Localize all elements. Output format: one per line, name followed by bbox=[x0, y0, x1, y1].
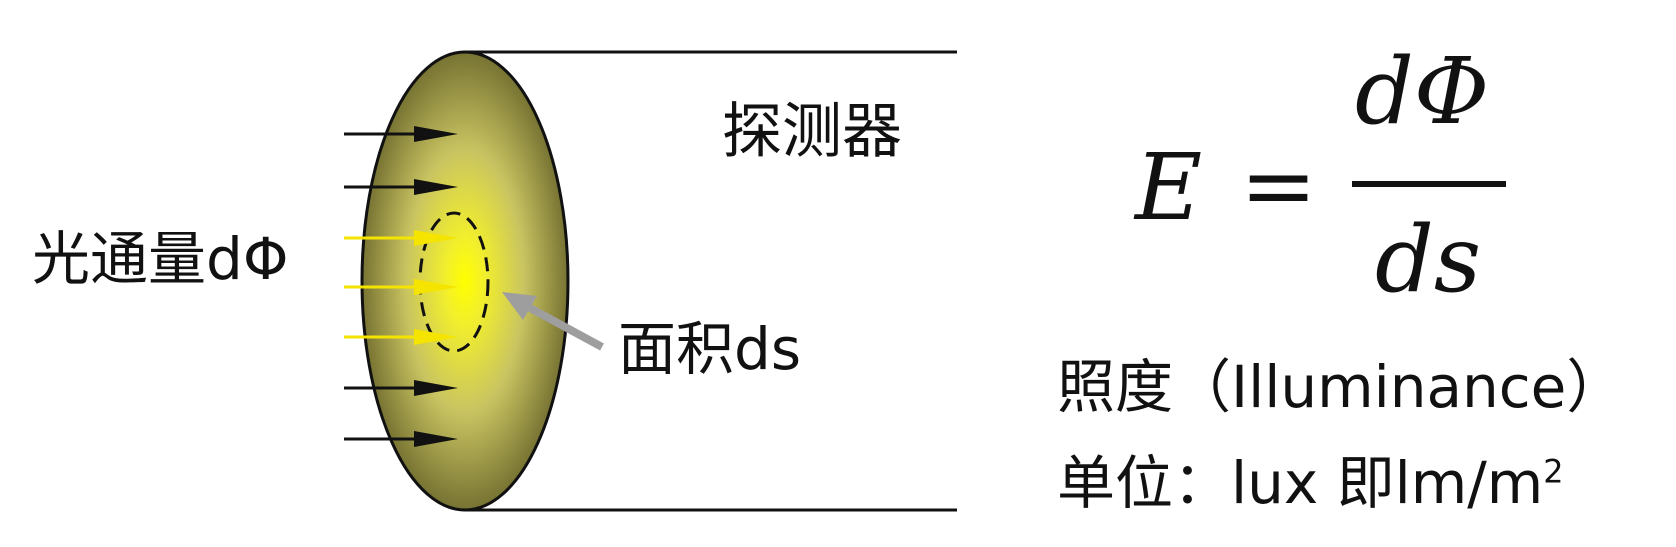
flux-arrow bbox=[344, 179, 458, 195]
luminous-flux-label: 光通量dΦ bbox=[32, 225, 289, 293]
flux-arrow bbox=[344, 126, 458, 142]
flux-arrows bbox=[344, 126, 458, 447]
flux-arrow bbox=[344, 380, 458, 396]
flux-arrow bbox=[344, 329, 458, 345]
unit-label: 单位：lux 即lm/m2 bbox=[1057, 454, 1564, 512]
flux-arrow bbox=[344, 230, 458, 246]
formula-fraction-bar bbox=[1352, 181, 1506, 187]
area-pointer-arrowhead bbox=[502, 292, 537, 320]
formula-equals-sign: = bbox=[1240, 132, 1318, 239]
flux-arrow bbox=[344, 431, 458, 447]
unit-text: 单位：lux 即lm/m bbox=[1057, 449, 1544, 517]
detector-disk bbox=[360, 50, 570, 512]
unit-exponent: 2 bbox=[1543, 452, 1564, 491]
detector-label: 探测器 bbox=[722, 97, 902, 167]
area-label: 面积ds bbox=[618, 315, 802, 383]
illuminance-label: 照度（Illuminance） bbox=[1057, 353, 1625, 421]
formula-illuminance-symbol: E bbox=[1135, 134, 1203, 241]
area-pointer-arrow-shaft bbox=[528, 304, 604, 351]
formula-denominator: ds bbox=[1375, 206, 1482, 313]
formula-numerator: dΦ bbox=[1355, 38, 1490, 145]
flux-arrow bbox=[344, 279, 458, 295]
